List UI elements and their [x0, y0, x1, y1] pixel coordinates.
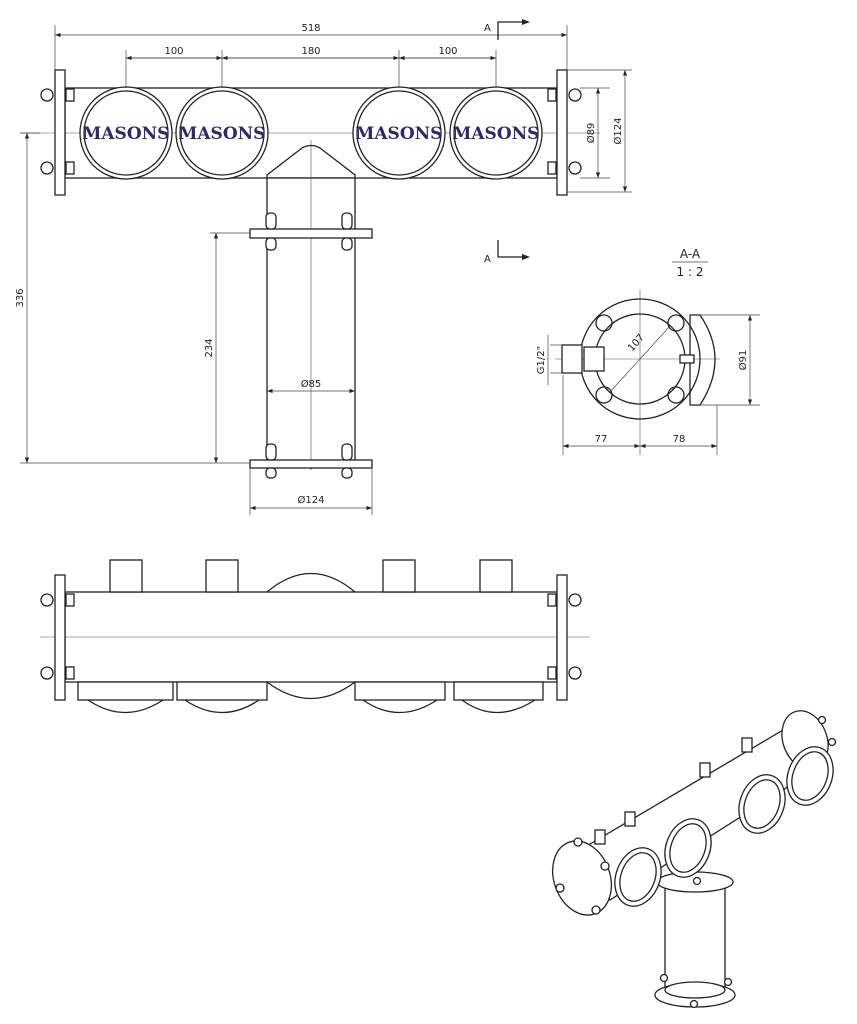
svg-text:MASONS: MASONS: [356, 124, 443, 144]
shank-nozzles: [109, 559, 513, 593]
right-flange: [556, 69, 568, 196]
svg-text:234: 234: [204, 338, 215, 357]
svg-text:77: 77: [595, 434, 608, 445]
svg-text:MASONS: MASONS: [453, 124, 540, 144]
svg-text:Ø89: Ø89: [585, 123, 597, 144]
tee-neck: [266, 144, 356, 178]
section-marks: A A: [484, 19, 530, 265]
left-flange: [54, 69, 66, 196]
tap-badges: MASONS MASONS MASONS MASONS: [79, 86, 543, 180]
tap-badge-2: MASONS: [175, 86, 269, 180]
svg-text:Ø85: Ø85: [301, 378, 322, 390]
upper-column-flange: [249, 228, 373, 239]
svg-text:100: 100: [164, 46, 183, 57]
svg-text:1 : 2: 1 : 2: [677, 265, 704, 279]
dimensions-top: 518 100 180 100 336 234 Ø85 Ø124 Ø89: [15, 23, 632, 515]
isometric-view: [552, 710, 837, 1009]
svg-text:100: 100: [438, 46, 457, 57]
flange-bolts: [40, 88, 582, 175]
svg-text:G1/2": G1/2": [536, 346, 547, 374]
svg-text:Ø91: Ø91: [737, 350, 749, 371]
svg-text:Ø124: Ø124: [298, 494, 325, 506]
svg-text:MASONS: MASONS: [179, 124, 266, 144]
svg-text:180: 180: [301, 46, 320, 57]
front-dome-top: [266, 573, 356, 593]
iso-badges: [614, 746, 834, 907]
svg-text:78: 78: [673, 434, 686, 445]
column-bolts: [265, 212, 353, 479]
tap-badge-1: MASONS: [79, 86, 173, 180]
iso-nozzles: [594, 737, 753, 845]
svg-text:Ø124: Ø124: [612, 118, 624, 145]
badge-caps: [77, 681, 544, 714]
svg-text:MASONS: MASONS: [83, 124, 170, 144]
top-view: MASONS MASONS MASONS MASONS 518 100 1: [15, 19, 632, 515]
svg-text:107: 107: [626, 332, 647, 354]
section-view-a-a: A-A 1 : 2 107 G1/2" Ø91 77 78: [536, 247, 760, 455]
base-flange: [249, 459, 373, 469]
svg-text:518: 518: [301, 23, 320, 34]
svg-text:A: A: [484, 23, 491, 34]
svg-text:A-A: A-A: [680, 247, 701, 261]
tap-badge-4: MASONS: [449, 86, 543, 180]
svg-text:A: A: [484, 254, 491, 265]
svg-text:336: 336: [15, 288, 26, 307]
front-view: [40, 559, 590, 714]
iso-bolts: [555, 715, 837, 1009]
tap-badge-3: MASONS: [352, 86, 446, 180]
